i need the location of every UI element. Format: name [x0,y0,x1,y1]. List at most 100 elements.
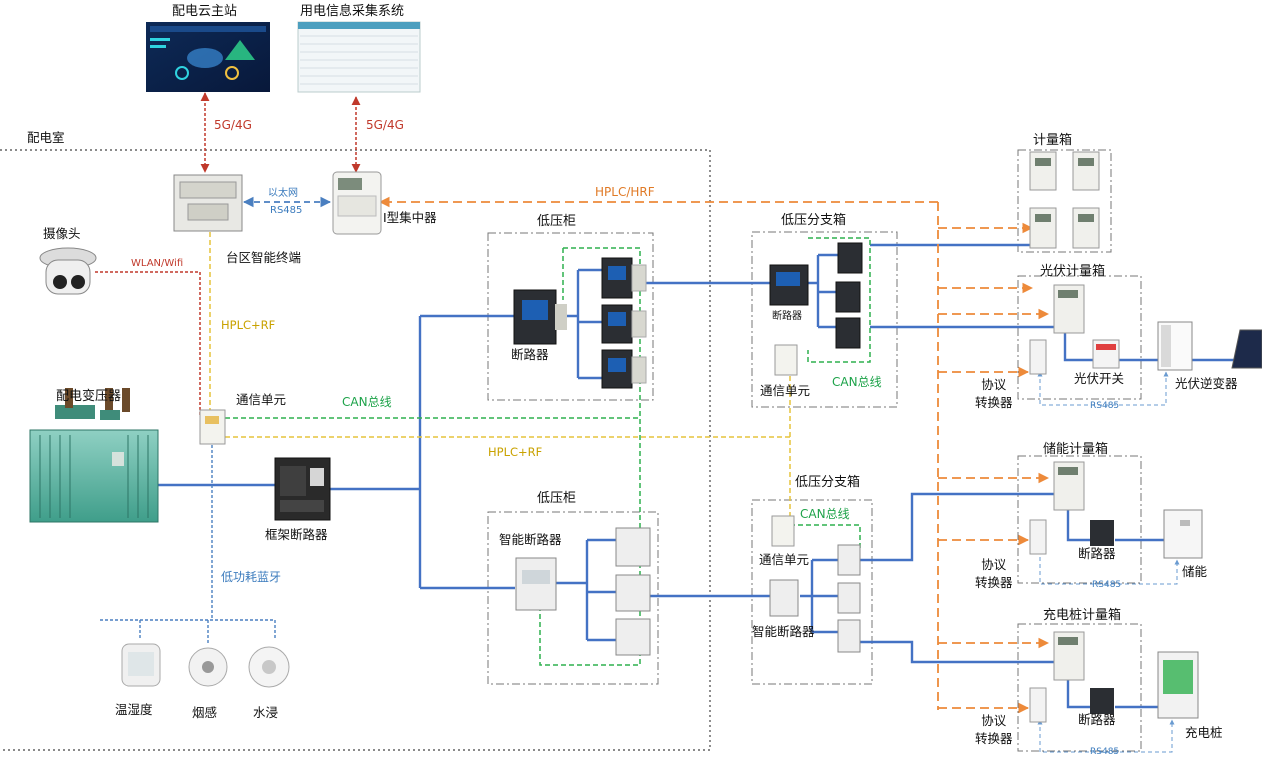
can-bus-lines [225,237,871,666]
branch-bottom-comm-label: 通信单元 [759,552,810,567]
meter-box-title: 计量箱 [1033,133,1073,148]
hplc-rf-lines [209,232,791,525]
branch-bottom-title: 低压分支箱 [795,475,861,490]
hplc-rf-v-label: HPLC+RF [221,318,276,332]
ble-link [100,440,276,645]
cloud-dashboard-screen [146,22,270,92]
storage-device-label: 储能 [1182,564,1208,579]
branch-bottom-main-breaker [769,579,799,617]
branch-top-comm-label: 通信单元 [760,383,811,398]
pv-box-title: 光伏计量箱 [1040,264,1106,279]
lv-top-title: 低压柜 [537,214,577,229]
lv-bottom-branch-breakers [615,527,651,656]
hplc-rf-h-label: HPLC+RF [488,445,543,459]
charging-meter [1053,631,1085,681]
sensor-smoke [188,647,228,687]
sensor-temp [121,643,161,687]
hplc-hrf-lines [378,196,1050,714]
can-top-box-label: CAN总线 [832,375,882,389]
storage-box-title: 储能计量箱 [1043,442,1109,457]
link-5g-left: 5G/4G [214,118,252,132]
rs485-pv-label: RS485 [1090,401,1120,411]
rs485-links [1037,371,1180,753]
storage-breaker-label: 断路器 [1078,546,1116,561]
branch-bottom-frame [751,499,873,685]
lv-bottom-main-breaker [515,557,557,611]
ble-label: 低功耗蓝牙 [221,570,282,584]
charging-station [1157,651,1199,719]
charging-breaker [1090,688,1114,714]
comm-unit-left-label: 通信单元 [236,392,287,407]
storage-converter-label: 协议 转换器 [975,557,1013,590]
charging-breaker-label: 断路器 [1078,712,1116,727]
concentrator-device [332,171,382,235]
pv-box-frame [1017,275,1142,400]
branch-top-main-breaker [769,264,809,306]
rs485-ch-label: RS485 [1090,747,1120,757]
frame-breaker-label: 框架断路器 [265,527,328,542]
comm-unit-left [199,409,226,445]
camera-device [39,247,97,295]
rs485-es-label: RS485 [1092,580,1122,590]
info-system-screen [297,21,421,93]
meter-box-meters [1029,151,1100,249]
branch-top-sub-breakers [835,242,863,349]
lv-cabinet-bottom-frame [487,511,659,685]
link-5g-right: 5G/4G [366,118,404,132]
storage-converter [1029,519,1047,555]
lv-bottom-title: 低压柜 [537,491,577,506]
lv-top-branch-panels [608,266,626,372]
can-bottom-box-label: CAN总线 [800,507,850,521]
pv-switch-label: 光伏开关 [1074,371,1125,386]
transformer-device [29,388,159,523]
rs485-top-label: RS485 [270,205,303,216]
sensor-water [248,646,290,688]
sensor-smoke-label: 烟感 [192,705,218,720]
red-links [95,92,361,415]
pv-converter-label: 协议 转换器 [975,377,1013,410]
meter-box-frame [1017,149,1112,253]
storage-meter [1053,461,1085,511]
branch-top-title: 低压分支箱 [781,213,847,228]
hplc-hrf-label: HPLC/HRF [595,185,655,199]
charging-box-title: 充电桩计量箱 [1043,608,1122,623]
room-label: 配电室 [27,130,65,145]
pv-switch [1092,339,1120,369]
charging-box-frame [1017,623,1142,752]
info-system-title: 用电信息采集系统 [300,4,405,19]
transformer-label: 配电变压器 [56,389,122,404]
branch-bottom-comm-device [771,515,795,547]
lv-top-breaker-label: 断路器 [511,347,549,362]
charging-converter-label: 协议 转换器 [975,713,1013,746]
camera-label: 摄像头 [43,226,81,241]
lv-top-branch-modules [631,264,647,384]
branch-top-breaker-label: 断路器 [772,311,802,322]
charging-converter [1029,687,1047,723]
frame-breaker-device [274,457,331,521]
cloud-master-title: 配电云主站 [172,4,238,19]
pv-inverter [1157,321,1193,371]
pv-panel [1231,329,1262,369]
terminal-device [173,174,243,232]
charging-device-label: 充电桩 [1185,725,1223,740]
storage-device [1163,509,1203,559]
branch-top-comm-device [774,344,798,376]
storage-box-frame [1017,455,1142,584]
ethernet-label: 以太网 [268,188,298,199]
pv-meter [1053,284,1085,334]
pv-converter [1029,339,1047,375]
concentrator-label: I型集中器 [383,210,437,225]
lv-top-main-breaker [513,289,567,345]
can-left-label: CAN总线 [342,395,392,409]
terminal-label: 台区智能终端 [226,250,302,265]
branch-bottom-breaker-label: 智能断路器 [752,624,815,639]
storage-breaker [1090,520,1114,546]
meter-box-screens [1035,158,1094,222]
pv-inverter-label: 光伏逆变器 [1175,376,1238,391]
branch-bottom-sub-breakers [837,544,861,653]
sensor-temp-label: 温湿度 [115,702,153,717]
lv-bottom-breaker-label: 智能断路器 [499,532,562,547]
wlan-label: WLAN/Wifi [131,258,184,269]
sensor-water-label: 水浸 [253,705,279,720]
